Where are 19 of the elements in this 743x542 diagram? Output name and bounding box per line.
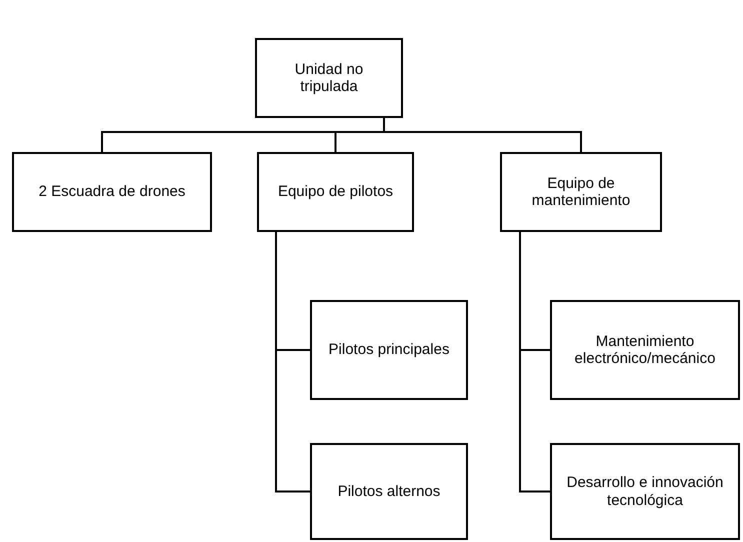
org-box — [310, 443, 468, 540]
box-label: Equipo de pilotos — [278, 183, 394, 201]
box-label: Pilotos principales — [328, 341, 450, 359]
connector-line — [519, 232, 550, 492]
box-label: Desarrollo e innovación tecnológica — [566, 474, 724, 509]
connector-line — [275, 232, 310, 492]
box-label: Mantenimiento electrónico/mecánico — [574, 332, 716, 368]
box-label: Unidad no tripulada — [294, 60, 364, 96]
org-box — [310, 300, 468, 400]
box-label: Equipo de mantenimiento — [530, 174, 632, 210]
org-box — [550, 300, 740, 400]
org-box — [550, 443, 740, 540]
org-box — [255, 38, 403, 118]
org-box — [500, 152, 662, 232]
org-box — [257, 152, 414, 232]
connector-line — [383, 118, 582, 152]
box-label: 2 Escuadra de drones — [38, 183, 186, 201]
org-box — [12, 152, 212, 232]
box-label: Pilotos alternos — [338, 482, 440, 500]
